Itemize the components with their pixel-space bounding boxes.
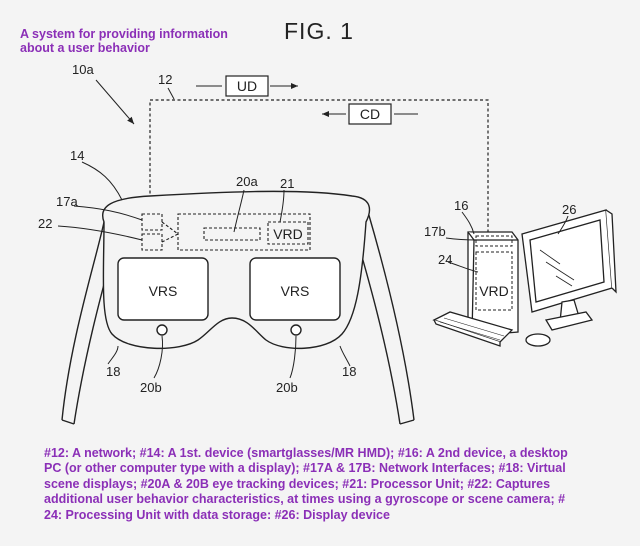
ref-18-left: 18: [106, 364, 120, 379]
ref-22: 22: [38, 216, 52, 231]
ref-14: 14: [70, 148, 84, 163]
pc-internal-components: [475, 235, 513, 311]
ud-label: UD: [237, 78, 257, 94]
keyboard-keys: [439, 317, 505, 341]
ref-20b-left: 20b: [140, 380, 162, 395]
caption-line-1: A system for providing information: [20, 27, 228, 41]
ref-24: 24: [438, 252, 452, 267]
glasses-internal-components: [141, 213, 311, 251]
cd-label: CD: [360, 106, 380, 122]
ud-box: UD: [196, 75, 298, 97]
ref-21: 21: [280, 176, 294, 191]
legend-line-2: PC (or other computer type with a displa…: [44, 461, 566, 476]
vrs-right-label: VRS: [281, 283, 310, 299]
ref-18-right: 18: [342, 364, 356, 379]
caption: A system for providing information about…: [20, 27, 260, 55]
legend-line-1: #12: A network; #14: A 1st. device (smar…: [44, 446, 568, 460]
desktop-pc: [432, 209, 617, 347]
smartglasses-device: [61, 190, 415, 425]
ref-17b: 17b: [424, 224, 446, 239]
legend-line-4: additional user behavior characteristics…: [44, 492, 566, 507]
ref-20b-right: 20b: [276, 380, 298, 395]
legend-line-5: 24: Processing Unit with data storage: #…: [44, 507, 390, 522]
cd-box: CD: [322, 103, 418, 125]
vrd-pc-label: VRD: [479, 283, 509, 299]
vrd-glasses-label: VRD: [273, 226, 303, 242]
monitor-glare: [539, 249, 575, 287]
ref-16: 16: [454, 198, 468, 213]
ref-10a: 10a: [72, 62, 94, 77]
vrs-left-label: VRS: [149, 283, 178, 299]
caption-line-2: about a user behavior: [20, 41, 150, 55]
ref-17a: 17a: [56, 194, 78, 209]
ref-26: 26: [562, 202, 576, 217]
figure-title: FIG. 1: [284, 18, 354, 44]
network-line: [149, 99, 489, 232]
ref-20a: 20a: [236, 174, 258, 189]
legend-line-3: scene displays; #20A & 20B eye tracking …: [44, 476, 551, 491]
legend: #12: A network; #14: A 1st. device (smar…: [44, 446, 614, 523]
ref-12: 12: [158, 72, 172, 87]
